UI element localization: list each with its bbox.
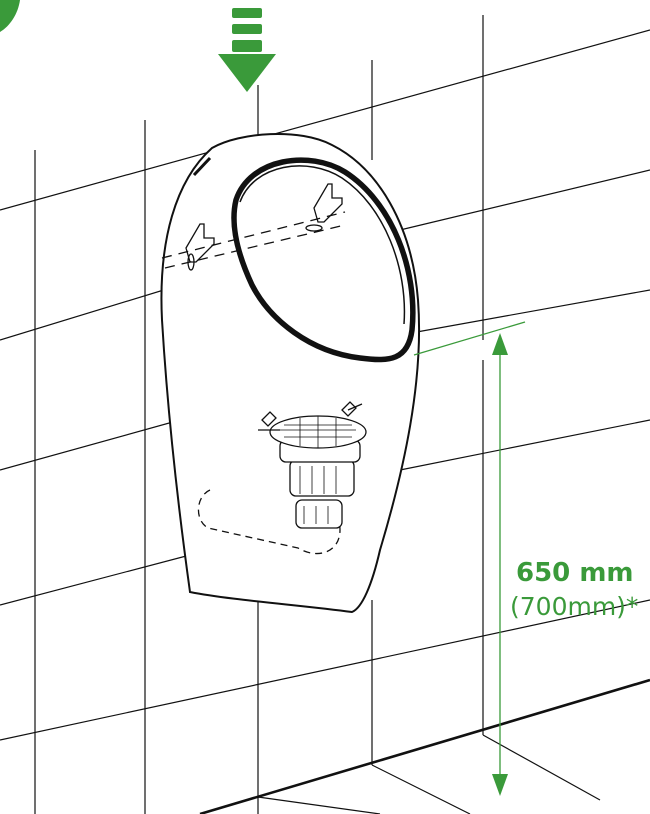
right-bracket — [313, 183, 343, 223]
dimension-arrow-top — [492, 333, 508, 355]
step-badge — [0, 0, 20, 32]
alt-height-label: (700mm)* — [510, 592, 639, 621]
dimension-arrow-bottom — [492, 774, 508, 796]
height-dimension — [413, 321, 526, 796]
drain-pipe-dashed — [197, 489, 341, 555]
sensor-window — [192, 156, 212, 177]
siphon-assembly — [197, 401, 367, 555]
down-arrow-icon — [218, 8, 276, 92]
mounting-brackets — [161, 183, 346, 271]
urinal — [160, 133, 421, 614]
height-label: 650 mm — [516, 558, 634, 588]
rim-reference-line — [413, 321, 526, 356]
urinal-bowl-rim — [231, 157, 416, 363]
wall-tile-grid — [0, 15, 650, 814]
left-bracket — [185, 223, 215, 263]
